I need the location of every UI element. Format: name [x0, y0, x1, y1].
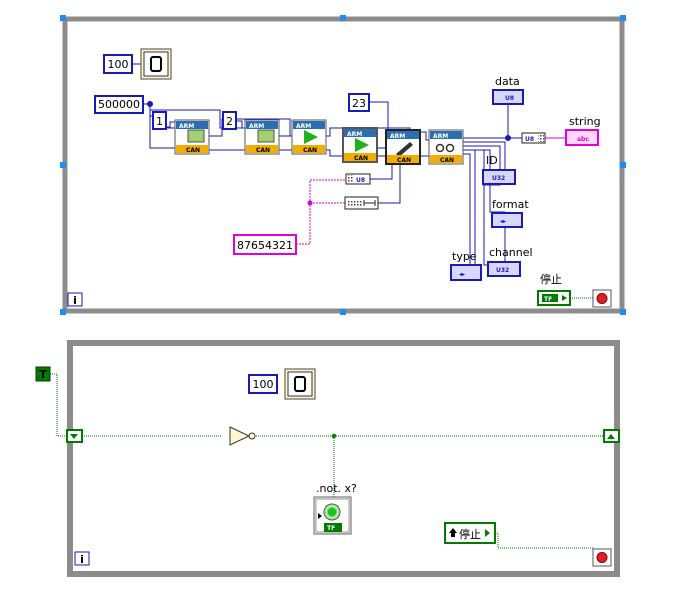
- string-to-u8-array[interactable]: U8: [345, 173, 371, 185]
- wait-ms-1[interactable]: 100: [103, 48, 172, 80]
- right-shift-register[interactable]: [603, 429, 620, 443]
- id-indicator[interactable]: ID U32: [482, 154, 516, 185]
- can-open-block[interactable]: ARM CAN: [244, 119, 280, 155]
- can-write-block[interactable]: ARM CAN: [385, 129, 421, 165]
- pencil-icon: [396, 142, 413, 157]
- open-folder-icon: [187, 129, 205, 143]
- svg-text:2: 2: [226, 115, 233, 128]
- not-x-indicator[interactable]: .not. x? TF: [313, 482, 357, 535]
- svg-text:ARM: ARM: [249, 123, 264, 130]
- can-init-block[interactable]: ARM CAN: [174, 119, 210, 155]
- play-icon: [304, 130, 318, 144]
- svg-text:CAN: CAN: [303, 147, 317, 154]
- channel-indicator[interactable]: channel U32: [487, 246, 533, 277]
- stop-button-1[interactable]: 停止 TF: [537, 272, 571, 306]
- svg-text:U8: U8: [356, 177, 365, 184]
- watch-icon: [150, 56, 162, 72]
- format-indicator[interactable]: format ◂▸: [491, 198, 529, 228]
- svg-text:i: i: [80, 553, 84, 566]
- not-function[interactable]: [229, 426, 256, 446]
- channel-const-2[interactable]: 2: [222, 111, 237, 130]
- svg-text:◂▸: ◂▸: [459, 271, 465, 278]
- svg-text:abc: abc: [577, 136, 589, 143]
- type-indicator[interactable]: type ◂▸: [450, 250, 482, 281]
- svg-text:CAN: CAN: [440, 157, 454, 164]
- play-icon: [355, 138, 369, 152]
- svg-text:CAN: CAN: [354, 155, 368, 162]
- glasses-icon: [435, 143, 445, 153]
- svg-text:data: data: [495, 75, 520, 88]
- house-icon: [449, 528, 457, 537]
- wait-ms-2[interactable]: 100: [248, 368, 316, 400]
- data-string-const[interactable]: 87654321: [233, 234, 297, 255]
- svg-text:type: type: [452, 250, 477, 263]
- svg-text:.not. x?: .not. x?: [316, 482, 357, 495]
- svg-text:500000: 500000: [98, 98, 140, 111]
- loop1-iteration-terminal: i: [67, 292, 83, 307]
- loop1-string-wires: [296, 137, 566, 245]
- svg-text:停止: 停止: [540, 272, 562, 286]
- svg-text:ARM: ARM: [179, 123, 194, 130]
- watch-icon: [294, 376, 306, 392]
- svg-text:停止: 停止: [459, 527, 481, 541]
- svg-text:100: 100: [108, 58, 129, 71]
- left-shift-register[interactable]: [66, 429, 83, 443]
- svg-text:ARM: ARM: [433, 133, 448, 140]
- id-const[interactable]: 23: [348, 93, 370, 112]
- svg-text:◂▸: ◂▸: [500, 218, 506, 225]
- svg-text:TF: TF: [544, 296, 552, 303]
- can-start-block-2[interactable]: ARM CAN: [342, 127, 378, 163]
- svg-text:1: 1: [156, 115, 163, 128]
- can-read-block[interactable]: ARM CAN: [428, 129, 464, 165]
- svg-text:T: T: [39, 368, 47, 381]
- svg-text:CAN: CAN: [397, 157, 411, 164]
- svg-text:87654321: 87654321: [237, 239, 293, 252]
- svg-text:23: 23: [352, 97, 366, 110]
- while-loop-2[interactable]: [67, 340, 620, 577]
- arrow-down-icon: [70, 434, 78, 439]
- svg-text:TF: TF: [327, 525, 335, 532]
- loop1-condition-terminal[interactable]: [592, 289, 612, 308]
- svg-text:ARM: ARM: [390, 133, 405, 140]
- loop2-condition-terminal[interactable]: [592, 548, 612, 567]
- svg-text:format: format: [492, 198, 529, 211]
- channel-const-1[interactable]: 1: [152, 111, 167, 130]
- svg-text:ARM: ARM: [296, 123, 311, 130]
- svg-text:CAN: CAN: [186, 147, 200, 154]
- svg-text:ID: ID: [486, 154, 498, 167]
- baud-rate-const[interactable]: 500000: [94, 95, 144, 114]
- svg-text:i: i: [73, 294, 77, 307]
- string-indicator[interactable]: string abc: [565, 115, 601, 146]
- arrow-up-icon: [607, 434, 615, 439]
- svg-text:U32: U32: [496, 267, 509, 274]
- svg-text:string: string: [569, 115, 601, 128]
- svg-text:U32: U32: [492, 175, 505, 182]
- u8-to-string[interactable]: U8: [521, 132, 546, 144]
- true-const[interactable]: T: [35, 366, 51, 382]
- open-folder-icon: [257, 129, 275, 143]
- stop-local-variable[interactable]: 停止: [444, 522, 496, 544]
- loop2-iteration-terminal: i: [74, 551, 90, 566]
- data-indicator[interactable]: data U8: [492, 75, 524, 105]
- svg-text:ARM: ARM: [347, 131, 362, 138]
- svg-text:U8: U8: [525, 136, 534, 143]
- can-start-block[interactable]: ARM CAN: [291, 119, 327, 155]
- string-length-node[interactable]: [344, 196, 379, 210]
- svg-text:U8: U8: [505, 95, 514, 102]
- svg-text:channel: channel: [489, 246, 533, 259]
- svg-text:CAN: CAN: [256, 147, 270, 154]
- svg-text:100: 100: [253, 378, 274, 391]
